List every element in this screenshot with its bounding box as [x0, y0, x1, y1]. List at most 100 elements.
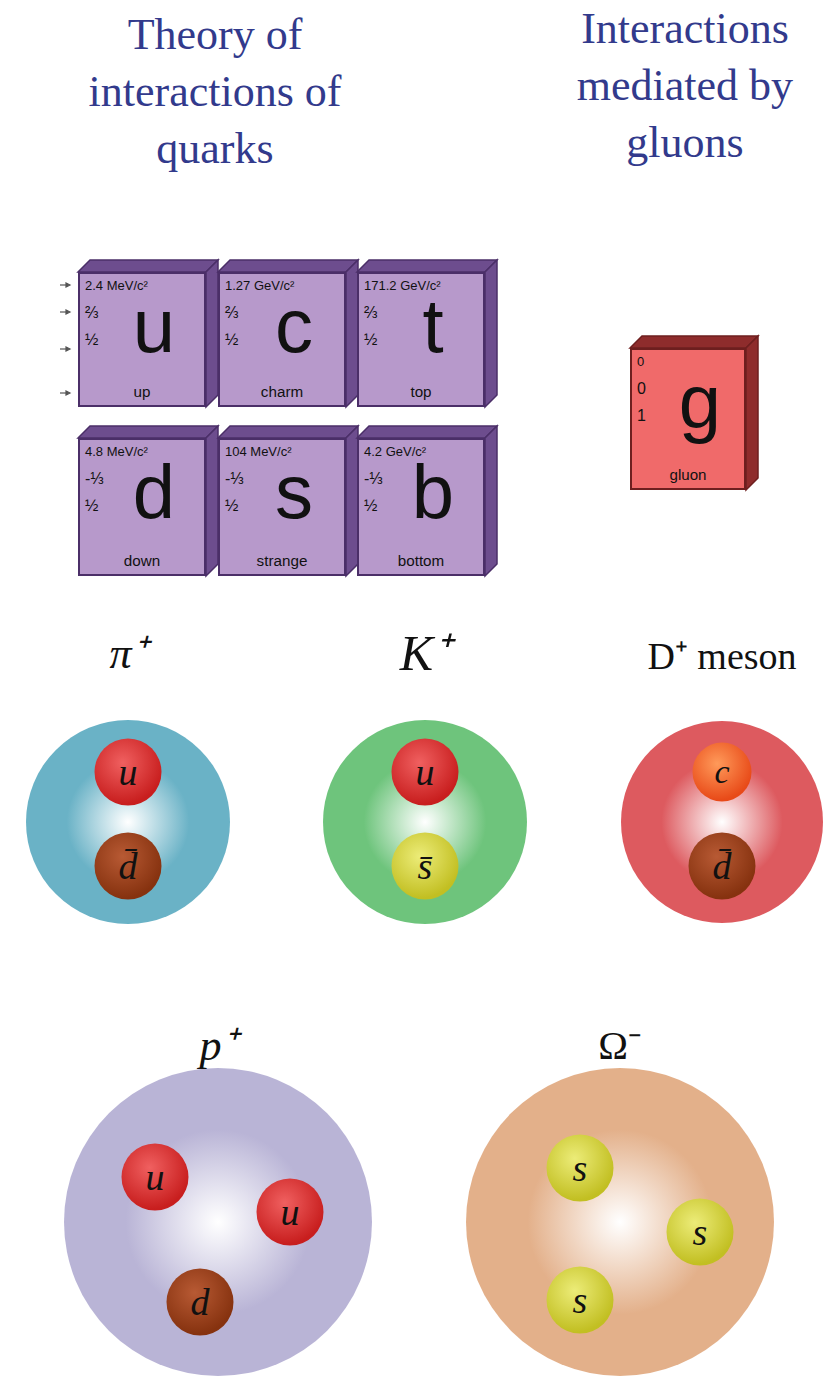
spin-label: ½ [364, 331, 377, 349]
mass-label: 0 [637, 354, 644, 369]
hadron-name: π⁺ [109, 630, 146, 678]
hadron-disc [64, 1068, 372, 1376]
quark-label: s̄ [418, 847, 433, 885]
quark-label: d̄ [713, 847, 732, 885]
tile-top-face [218, 260, 358, 272]
hadron-circle: Ω⁻sss [465, 1067, 775, 1377]
hadron-circle: D⁺ mesoncd̄ [620, 720, 824, 924]
tile-side-face [485, 426, 497, 576]
quark-ball-disc [547, 1135, 614, 1202]
hadron-disc [26, 720, 230, 924]
particle-tile: 104 MeV/c²-⅓½sstrange [218, 438, 346, 576]
tile-top-face [630, 336, 758, 348]
quark-label: d̄ [119, 847, 138, 885]
quark-ball-disc [689, 833, 756, 900]
quark-ball: s [666, 1198, 734, 1266]
quark-ball: u [391, 738, 459, 806]
tile-top-face [78, 426, 218, 438]
quark-ball-disc [392, 833, 459, 900]
hadron-name: K⁺ [400, 626, 450, 681]
spin-label: 1 [637, 407, 646, 425]
quark-ball-disc [693, 743, 752, 802]
quark-symbol: c [246, 288, 342, 364]
hadron-disc [621, 721, 823, 923]
quark-ball: c [692, 742, 752, 802]
hadron-name: D⁺ meson [647, 636, 796, 678]
quark-ball: d [166, 1268, 234, 1336]
spin-label: ½ [225, 331, 238, 349]
particle-tile: 4.8 MeV/c²-⅓½ddown [78, 438, 206, 576]
quark-ball: s̄ [391, 832, 459, 900]
column-heading: Interactions mediated by gluons [550, 0, 820, 171]
hadron-circle: p⁺uud [63, 1067, 373, 1377]
particle-tile: 2.4 MeV/c²⅔½uup [78, 272, 206, 407]
hadron-name: p⁺ [200, 1022, 237, 1070]
particle-name: up [80, 383, 204, 400]
tile-top-face [357, 426, 497, 438]
quark-symbol: d [106, 454, 202, 530]
hadron-disc [466, 1068, 774, 1376]
quark-label: u [416, 753, 435, 791]
quark-ball: u [256, 1178, 324, 1246]
quark-symbol: u [106, 288, 202, 364]
hadron-circle: π⁺ud̄ [25, 719, 231, 925]
charge-label: -⅓ [364, 470, 383, 488]
quark-ball-disc [547, 1267, 614, 1334]
tile-side-face [746, 336, 758, 490]
charge-label: ⅔ [364, 304, 377, 322]
tile-top-face [78, 260, 218, 272]
charge-label: -⅓ [85, 470, 104, 488]
quark-label: d [191, 1283, 210, 1321]
particle-tile: 4.2 GeV/c²-⅓½bbottom [357, 438, 485, 576]
particle-name: gluon [632, 466, 744, 483]
hadron-outline [63, 1067, 373, 1377]
quark-ball-disc [167, 1269, 234, 1336]
quark-label: s [573, 1281, 588, 1319]
particle-name: top [359, 383, 483, 400]
spin-label: ½ [85, 331, 98, 349]
particle-name: down [80, 552, 204, 569]
particle-tile: 171.2 GeV/c²⅔½ttop [357, 272, 485, 407]
quark-symbol: s [246, 454, 342, 530]
quark-ball: u [121, 1143, 189, 1211]
quark-label: u [146, 1158, 165, 1196]
quark-ball-disc [392, 739, 459, 806]
quark-label: c [714, 755, 729, 789]
spin-label: ½ [85, 497, 98, 515]
quark-ball: u [94, 738, 162, 806]
quark-label: s [693, 1213, 708, 1251]
quark-ball-disc [257, 1179, 324, 1246]
quark-label: u [281, 1193, 300, 1231]
quark-label: u [119, 753, 138, 791]
hadron-name: Ω⁻ [598, 1024, 642, 1068]
hadron-disc [323, 720, 527, 924]
quark-ball: d̄ [94, 832, 162, 900]
tile-top-face [218, 426, 358, 438]
quark-ball: s [546, 1266, 614, 1334]
charge-label: -⅓ [225, 470, 244, 488]
particle-tile: 001ggluon [630, 348, 746, 490]
particle-name: strange [220, 552, 344, 569]
quark-ball-disc [122, 1144, 189, 1211]
hadron-circle: K⁺us̄ [322, 719, 528, 925]
quark-symbol: b [385, 454, 481, 530]
particle-name: charm [220, 383, 344, 400]
charge-label: ⅔ [225, 304, 238, 322]
tile-side-face [485, 260, 497, 407]
spin-label: ½ [364, 497, 377, 515]
particle-tile: 1.27 GeV/c²⅔½ccharm [218, 272, 346, 407]
tile-side-face [206, 426, 218, 576]
quark-label: s [573, 1149, 588, 1187]
quark-ball-disc [667, 1199, 734, 1266]
particle-name: bottom [359, 552, 483, 569]
spin-label: ½ [225, 497, 238, 515]
quark-ball: d̄ [688, 832, 756, 900]
quark-ball: s [546, 1134, 614, 1202]
column-heading: Theory of interactions of quarks [25, 6, 405, 177]
quark-symbol: g [658, 364, 742, 440]
quark-ball-disc [95, 833, 162, 900]
tile-side-face [206, 260, 218, 407]
charge-label: ⅔ [85, 304, 98, 322]
quark-ball-disc [95, 739, 162, 806]
